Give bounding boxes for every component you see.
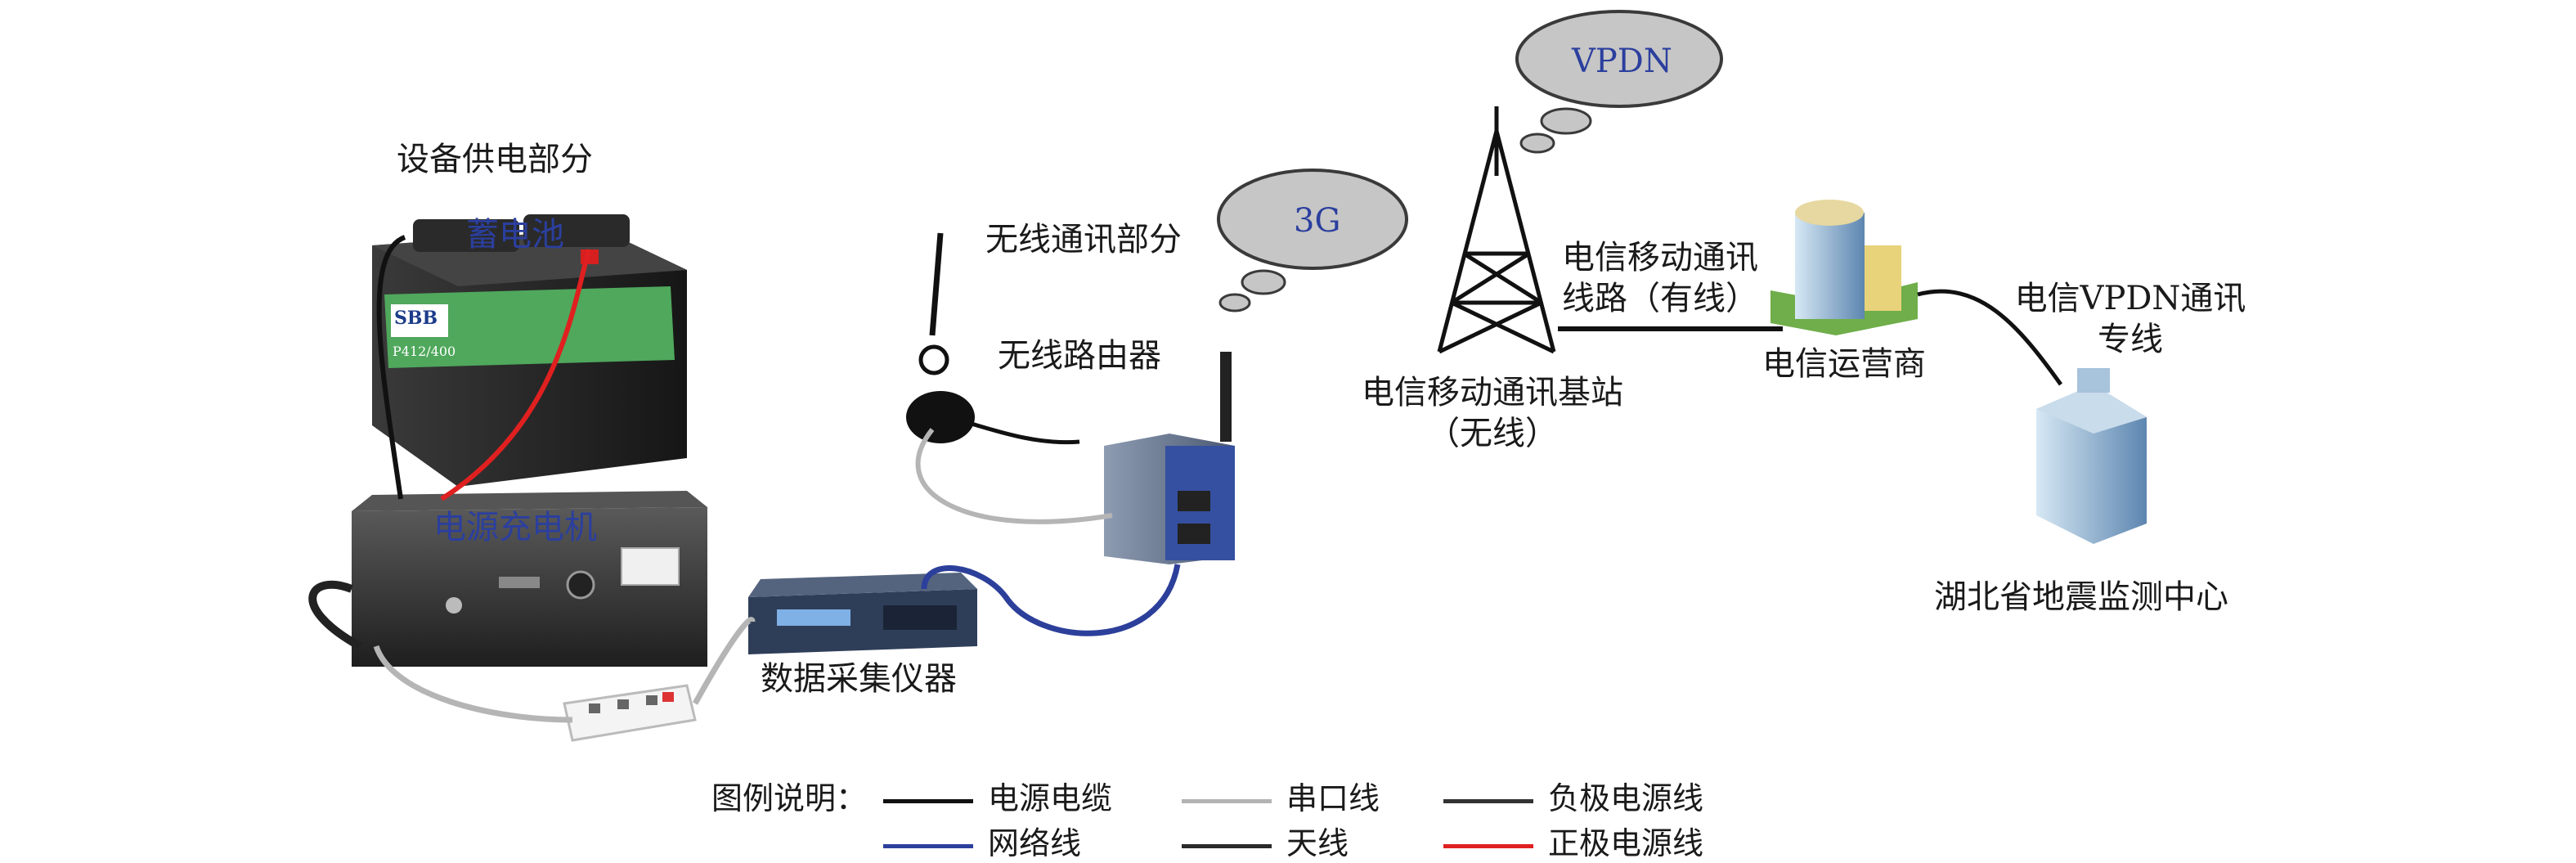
cables [308,235,2063,723]
wireless-section-label: 无线通讯部分 [985,221,1182,258]
legend-swatch-network-cable [883,844,973,848]
cloud-vpdn-label: VPDN [1572,43,1672,80]
charger-illustration [352,491,707,667]
router-illustration [1104,352,1235,564]
base-station-label-line1: 电信移动通讯基站 [1362,374,1623,411]
operator-label: 电信运营商 [1762,345,1926,383]
cloud-vpdn [1515,10,1723,154]
base-station-label-line2: （无线） [1427,415,1558,452]
legend-item-network-cable: 网络线 [883,818,1081,863]
center-building-illustration [2036,368,2147,544]
base-station-label: 电信移动通讯基站 （无线） [1341,372,1644,454]
legend-item-power-cable: 电源电缆 [883,773,1112,818]
legend-swatch-power-cable [883,799,973,803]
battery-model-label: P412/400 [393,344,456,359]
legend-swatch-positive-wire [1443,844,1533,848]
cloud-3g [1217,169,1408,312]
wired-line-label-line2: 线路（有线） [1562,280,1758,317]
legend-swatch-serial-cable [1182,799,1272,803]
wired-line-label-line1: 电信移动通讯 [1562,239,1758,276]
vpdn-line-label-line2: 专线 [2098,321,2163,358]
power-strip-illustration [563,684,697,742]
vpdn-line-label-line1: 电信VPDN通讯 [2014,280,2246,317]
cloud-3g-label: 3G [1294,202,1341,240]
legend-item-antenna-cable: 天线 [1182,818,1349,863]
center-label: 湖北省地震监测中心 [1934,578,2228,616]
legend-label-negative-wire: 负极电源线 [1548,780,1704,816]
legend-label-power-cable: 电源电缆 [988,780,1113,816]
data-logger-label: 数据采集仪器 [761,660,957,698]
legend-label-network-cable: 网络线 [988,825,1082,861]
legend-item-negative-wire: 负极电源线 [1443,773,1703,818]
cell-tower-illustration [1437,106,1556,354]
battery-label: 蓄电池 [466,216,564,254]
charger-label: 电源充电机 [433,509,597,546]
legend-swatch-negative-wire [1443,799,1533,803]
operator-building-illustration [1770,200,1918,335]
power-section-label: 设备供电部分 [397,141,593,178]
legend-label-positive-wire: 正极电源线 [1548,825,1704,861]
legend-swatch-antenna-cable [1182,844,1272,848]
legend-item-serial-cable: 串口线 [1182,773,1380,818]
wired-line-label: 电信移动通讯 线路（有线） [1562,237,1758,319]
router-label: 无线路由器 [998,337,1161,375]
data-logger-illustration [748,573,977,654]
legend-title: 图例说明： [711,780,868,816]
legend-label-antenna-cable: 天线 [1286,825,1349,861]
vpdn-line-label: 电信VPDN通讯 专线 [1995,278,2265,360]
legend-label-serial-cable: 串口线 [1286,780,1380,816]
legend-item-positive-wire: 正极电源线 [1443,818,1703,863]
antenna-illustration [906,232,975,443]
battery-brand-label: SBB [394,308,438,329]
